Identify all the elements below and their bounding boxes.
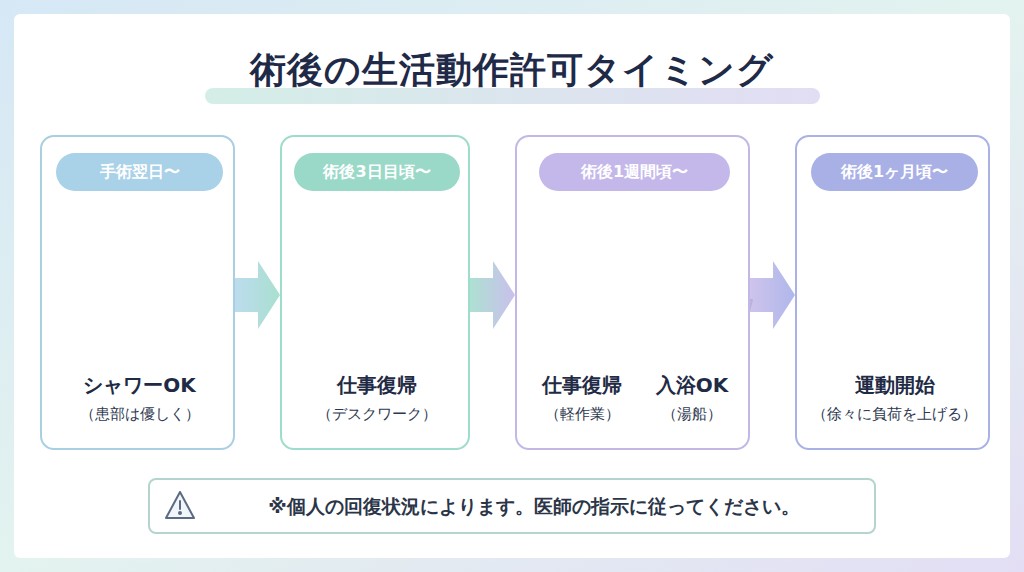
flow-arrow bbox=[235, 261, 280, 329]
pill-label: 術後1ヶ月頃〜 bbox=[811, 162, 978, 182]
activity-label: 入浴OK bbox=[637, 373, 747, 398]
title-underline bbox=[205, 88, 820, 104]
flow-arrow bbox=[470, 261, 515, 329]
activity-label: シャワーOK bbox=[42, 373, 237, 398]
pill-label: 術後3日目頃〜 bbox=[294, 162, 460, 182]
activity-label: 仕事復帰 bbox=[523, 373, 641, 398]
warning-icon bbox=[166, 492, 194, 518]
note-text: ※個人の回復状況によります。医師の指示に従ってください。 bbox=[202, 495, 866, 519]
activity-detail: （徐々に負荷を上げる） bbox=[797, 405, 992, 424]
stage-box: シャワーOK （患部は優しく） 手術翌日〜 bbox=[40, 135, 235, 450]
stage-box: 仕事復帰 （軽作業） 入浴OK （湯船） 術後1週間頃〜 bbox=[515, 135, 750, 450]
pill-label: 術後1週間頃〜 bbox=[539, 162, 730, 182]
activity-label: 仕事復帰 bbox=[282, 373, 472, 398]
card bbox=[14, 14, 1010, 558]
activity-detail: （デスクワーク） bbox=[282, 405, 472, 424]
activity-detail: （湯船） bbox=[637, 405, 747, 424]
timing-pill: 術後1ヶ月頃〜 bbox=[811, 153, 978, 191]
note-box: ※個人の回復状況によります。医師の指示に従ってください。 bbox=[148, 478, 876, 534]
activity-detail: （軽作業） bbox=[523, 405, 641, 424]
timing-pill: 術後1週間頃〜 bbox=[539, 153, 730, 191]
activity-detail: （患部は優しく） bbox=[42, 405, 237, 424]
timing-pill: 術後3日目頃〜 bbox=[294, 153, 460, 191]
timing-pill: 手術翌日〜 bbox=[56, 153, 223, 191]
activity-label: 運動開始 bbox=[797, 373, 992, 398]
stage-box: 運動開始 （徐々に負荷を上げる） 術後1ヶ月頃〜 bbox=[795, 135, 990, 450]
pill-label: 手術翌日〜 bbox=[56, 162, 223, 182]
diagram-title: 術後の生活動作許可タイミング bbox=[0, 46, 1024, 95]
stage-box: 仕事復帰 （デスクワーク） 術後3日目頃〜 bbox=[280, 135, 470, 450]
flow-arrow bbox=[750, 261, 795, 329]
